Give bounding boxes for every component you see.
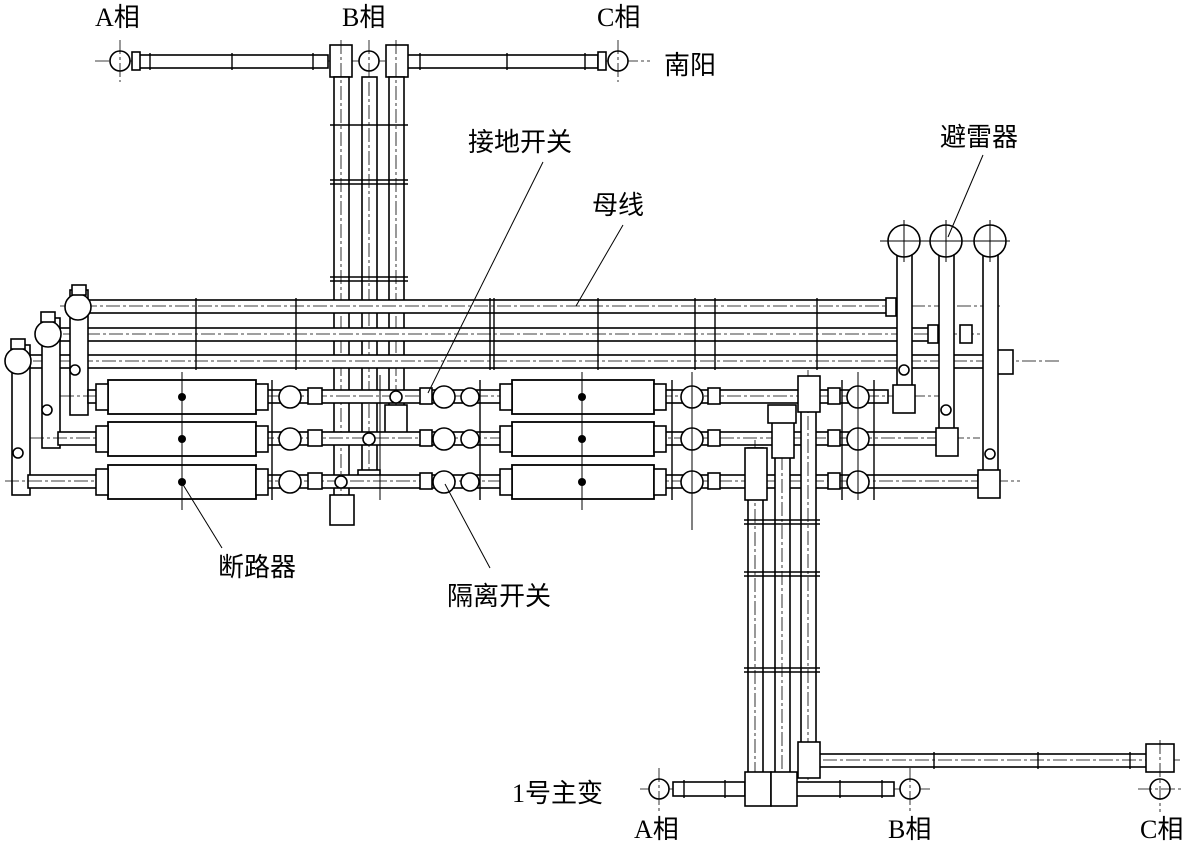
label-nanyang: 南阳: [664, 51, 716, 80]
label-top-b: B相: [342, 3, 385, 32]
nanyang-outgoing-line: [95, 40, 650, 82]
label-bottom-c: C相: [1140, 815, 1183, 844]
label-top-a: A相: [95, 3, 140, 32]
bay-rows: [5, 372, 1020, 530]
label-arrester: 避雷器: [940, 123, 1018, 152]
label-transformer: 1号主变: [512, 779, 603, 808]
labels: A相 B相 C相 南阳 接地开关 母线 避雷器 断路器 隔离开关 1号主变 A相…: [95, 3, 1183, 844]
vertical-risers: [329, 40, 408, 526]
surge-arresters: [880, 220, 1010, 499]
bus-end-units: [4, 284, 92, 496]
leader-lines: [181, 154, 984, 569]
label-top-c: C相: [597, 3, 640, 32]
label-bottom-a: A相: [634, 815, 679, 844]
main-busbars: [10, 297, 1060, 375]
transformer-connections: [640, 740, 1182, 812]
label-isolator: 隔离开关: [447, 582, 551, 611]
label-bottom-b: B相: [888, 815, 931, 844]
label-ground-switch: 接地开关: [468, 128, 572, 157]
label-busbar: 母线: [592, 191, 644, 220]
label-breaker: 断路器: [218, 553, 296, 582]
transformer-leads: [744, 370, 821, 800]
